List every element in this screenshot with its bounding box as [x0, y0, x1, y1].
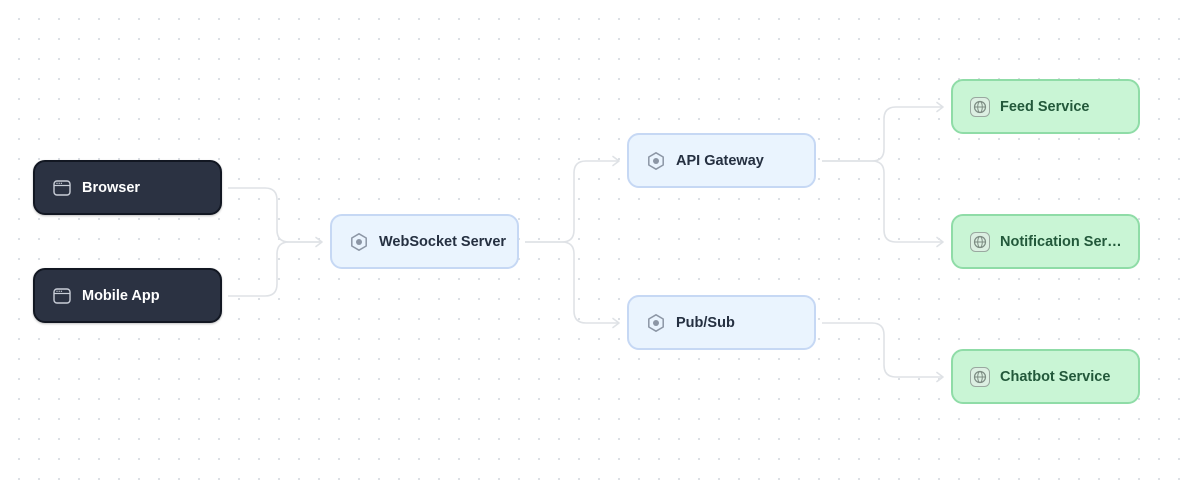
edge-mobile-app-to-websocket: [228, 241, 322, 297]
node-label: Pub/Sub: [676, 314, 735, 331]
edge-api-gateway-to-notification-service: [822, 160, 943, 243]
edge-arrowhead: [936, 236, 944, 248]
edge-arrowhead: [612, 155, 620, 167]
edge-websocket-to-api-gateway: [525, 160, 619, 243]
hexagon-icon: [348, 231, 370, 253]
node-websocket-server[interactable]: WebSocket Server: [330, 214, 519, 269]
browser-window-icon: [51, 177, 73, 199]
node-feed-service[interactable]: Feed Service: [951, 79, 1140, 134]
browser-window-icon: [51, 285, 73, 307]
node-chatbot-service[interactable]: Chatbot Service: [951, 349, 1140, 404]
edge-api-gateway-to-feed-service: [822, 106, 943, 162]
edge-arrowhead: [315, 236, 323, 248]
node-notification-service[interactable]: Notification Service: [951, 214, 1140, 269]
node-browser[interactable]: Browser: [33, 160, 222, 215]
node-label: Notification Service: [1000, 233, 1125, 250]
edge-browser-to-websocket: [228, 187, 322, 243]
node-label: Browser: [82, 179, 141, 196]
globe-icon: [969, 366, 991, 388]
edge-websocket-to-pub-sub: [525, 241, 619, 324]
edge-arrowhead: [612, 317, 620, 329]
edge-pub-sub-to-chatbot-service: [822, 322, 943, 378]
hexagon-icon: [645, 150, 667, 172]
node-label: API Gateway: [676, 152, 764, 169]
node-label: Feed Service: [1000, 98, 1090, 115]
node-pub-sub[interactable]: Pub/Sub: [627, 295, 816, 350]
node-label: WebSocket Server: [379, 233, 507, 250]
hexagon-icon: [645, 312, 667, 334]
node-label: Mobile App: [82, 287, 160, 304]
edge-arrowhead: [936, 371, 944, 383]
edge-arrowhead: [936, 101, 944, 113]
node-api-gateway[interactable]: API Gateway: [627, 133, 816, 188]
node-mobile-app[interactable]: Mobile App: [33, 268, 222, 323]
globe-icon: [969, 231, 991, 253]
globe-icon: [969, 96, 991, 118]
node-label: Chatbot Service: [1000, 368, 1111, 385]
